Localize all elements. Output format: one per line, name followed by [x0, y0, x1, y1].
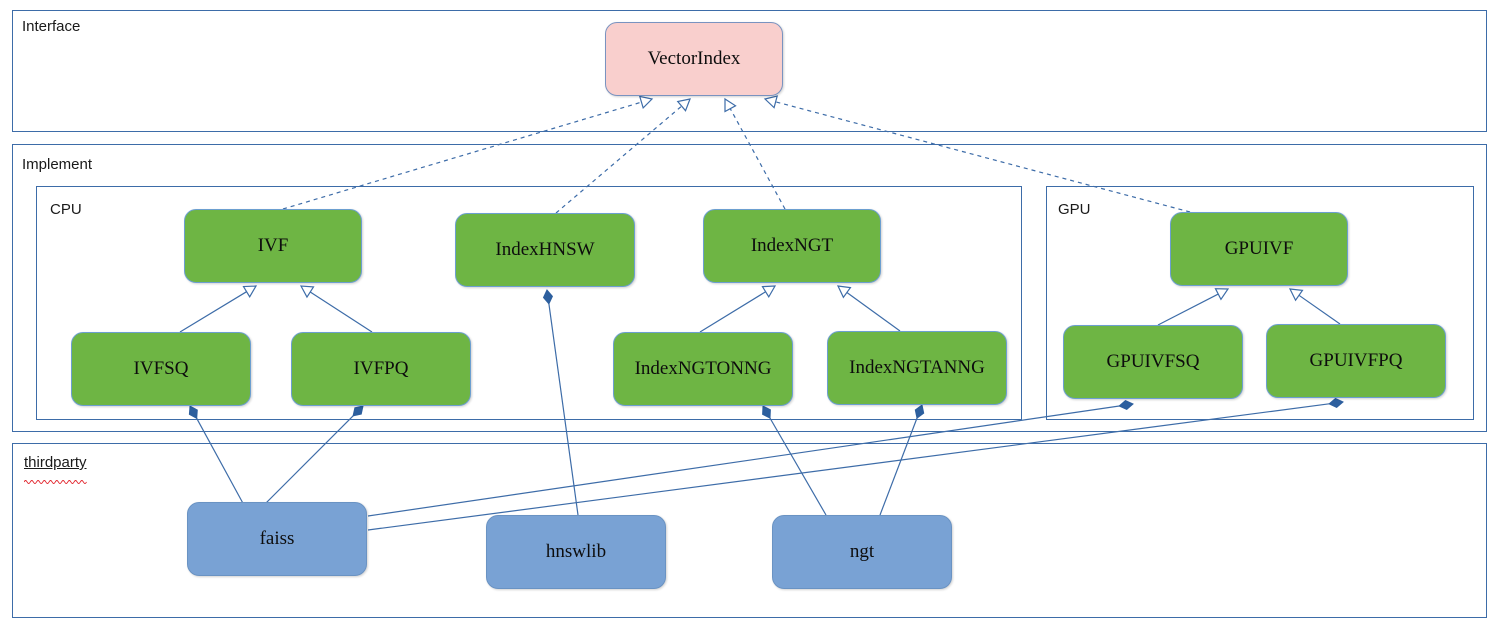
class-node-label: ngt — [849, 541, 875, 562]
class-node-indexngtonng[interactable]: IndexNGTONNG — [613, 332, 793, 406]
package-label-implement: Implement — [22, 156, 93, 173]
class-node-gpuivf[interactable]: GPUIVF — [1170, 212, 1348, 286]
class-node-label: IndexNGT — [750, 235, 834, 256]
package-frame-interface — [12, 10, 1487, 132]
class-node-ivfpq[interactable]: IVFPQ — [291, 332, 471, 406]
class-node-gpuivfpq[interactable]: GPUIVFPQ — [1266, 324, 1446, 398]
class-node-ivf[interactable]: IVF — [184, 209, 362, 283]
class-node-label: GPUIVF — [1224, 238, 1294, 259]
package-frame-gpu — [1046, 186, 1474, 420]
class-node-indexngt[interactable]: IndexNGT — [703, 209, 881, 283]
class-node-label: VectorIndex — [647, 48, 741, 69]
class-node-label: faiss — [259, 528, 295, 549]
package-label-gpu: GPU — [1058, 201, 1091, 218]
class-node-vectorindex[interactable]: VectorIndex — [605, 22, 783, 96]
class-node-faiss[interactable]: faiss — [187, 502, 367, 576]
package-label-cpu: CPU — [50, 201, 82, 218]
class-node-label: hnswlib — [545, 541, 607, 562]
class-node-hnswlib[interactable]: hnswlib — [486, 515, 666, 589]
class-node-label: IndexNGTANNG — [849, 357, 985, 378]
class-node-indexngtanng[interactable]: IndexNGTANNG — [827, 331, 1007, 405]
class-node-ivfsq[interactable]: IVFSQ — [71, 332, 251, 406]
class-node-gpuivfsq[interactable]: GPUIVFSQ — [1063, 325, 1243, 399]
class-node-label: IndexNGTONNG — [634, 358, 772, 379]
package-frame-thirdparty — [12, 443, 1487, 618]
class-node-label: IVFPQ — [353, 358, 409, 379]
class-node-ngt[interactable]: ngt — [772, 515, 952, 589]
class-node-label: GPUIVFPQ — [1309, 350, 1403, 371]
package-label-interface: Interface — [22, 18, 81, 35]
package-frame-cpu — [36, 186, 1022, 420]
class-node-label: IndexHNSW — [495, 239, 595, 260]
class-node-label: GPUIVFSQ — [1106, 351, 1200, 372]
package-frame-implement — [12, 144, 1487, 432]
class-node-label: IVFSQ — [133, 358, 189, 379]
class-node-indexhnsw[interactable]: IndexHNSW — [455, 213, 635, 287]
package-label-thirdparty: thirdparty — [23, 454, 87, 484]
class-node-label: IVF — [257, 235, 289, 256]
